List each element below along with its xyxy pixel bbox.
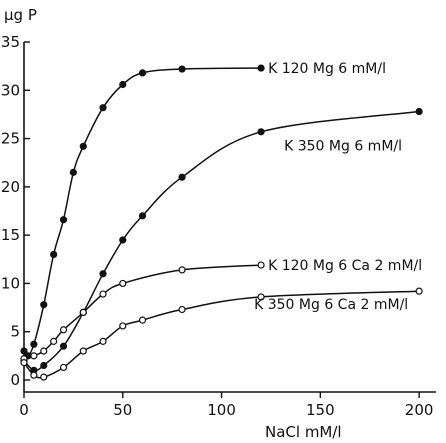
data-point bbox=[50, 337, 58, 345]
x-axis-title: NaCl mM/l bbox=[265, 423, 342, 441]
x-tick-label: 50 bbox=[113, 401, 132, 419]
data-point bbox=[69, 168, 77, 176]
y-tick-label: 0 bbox=[10, 371, 20, 389]
x-tick-label: 0 bbox=[19, 401, 29, 419]
y-tick-label: 30 bbox=[1, 81, 20, 99]
data-point bbox=[119, 279, 127, 288]
y-axis-title: µg P bbox=[4, 6, 37, 24]
data-point bbox=[178, 266, 186, 274]
series-k120-mg6: K 120 Mg 6 mM/l bbox=[20, 61, 386, 360]
data-point bbox=[40, 301, 48, 309]
data-point bbox=[119, 322, 127, 330]
data-point bbox=[50, 250, 58, 259]
series-label: K 120 Mg 6 Ca 2 mM/l bbox=[268, 258, 422, 274]
data-point bbox=[59, 363, 68, 372]
series-k350-mg6-ca2: K 350 Mg 6 Ca 2 mM/l bbox=[20, 287, 423, 381]
data-point bbox=[99, 270, 107, 278]
series-label: K 120 Mg 6 mM/l bbox=[268, 61, 386, 77]
x-tick-label: 200 bbox=[405, 401, 434, 419]
series-label: K 350 Mg 6 Ca 2 mM/l bbox=[254, 297, 408, 313]
series-layer: K 120 Mg 6 mM/l K 350 Mg 6 mM/l K 120 Mg 6… bbox=[20, 61, 423, 381]
x-tick-label: 100 bbox=[207, 401, 236, 419]
data-point bbox=[138, 212, 147, 220]
x-tick-label: 150 bbox=[306, 401, 335, 419]
y-tick-label: 5 bbox=[10, 323, 20, 341]
data-point bbox=[257, 128, 265, 136]
data-point bbox=[99, 104, 107, 112]
y-tick-label: 25 bbox=[1, 130, 20, 148]
data-point bbox=[99, 290, 107, 298]
data-point bbox=[40, 347, 48, 355]
y-tick-label: 10 bbox=[1, 274, 20, 292]
data-point bbox=[30, 371, 38, 379]
data-point bbox=[178, 173, 186, 181]
data-point bbox=[138, 316, 147, 324]
y-tick-label: 15 bbox=[1, 226, 20, 244]
data-point bbox=[59, 326, 68, 334]
data-point bbox=[59, 342, 68, 350]
data-point bbox=[119, 80, 127, 89]
data-point bbox=[79, 347, 87, 355]
data-point bbox=[79, 308, 87, 316]
data-point bbox=[257, 64, 265, 72]
data-point bbox=[40, 361, 48, 370]
data-point bbox=[257, 293, 265, 301]
data-point bbox=[415, 287, 423, 295]
data-point bbox=[99, 337, 107, 345]
data-point bbox=[415, 107, 423, 116]
data-point bbox=[20, 347, 28, 355]
series-k350-mg6: K 350 Mg 6 mM/l bbox=[20, 107, 423, 374]
data-point bbox=[178, 305, 186, 314]
axis-ticks: 0 5 10 15 20 25 30 35 0 50 100 150 200 bbox=[1, 33, 434, 419]
data-point bbox=[30, 340, 38, 348]
series-line bbox=[23, 264, 262, 360]
data-point bbox=[20, 359, 28, 367]
y-tick-label: 35 bbox=[1, 33, 20, 51]
data-point bbox=[257, 261, 265, 269]
data-point bbox=[178, 65, 186, 73]
data-point bbox=[138, 69, 147, 77]
y-tick-label: 20 bbox=[1, 178, 20, 196]
data-point bbox=[30, 352, 38, 360]
data-point bbox=[40, 373, 48, 381]
data-point bbox=[59, 216, 68, 224]
data-point bbox=[119, 236, 127, 244]
series-label: K 350 Mg 6 mM/l bbox=[284, 139, 402, 155]
series-k120-mg6-ca2: K 120 Mg 6 Ca 2 mM/l bbox=[20, 258, 422, 363]
data-point bbox=[79, 142, 87, 150]
